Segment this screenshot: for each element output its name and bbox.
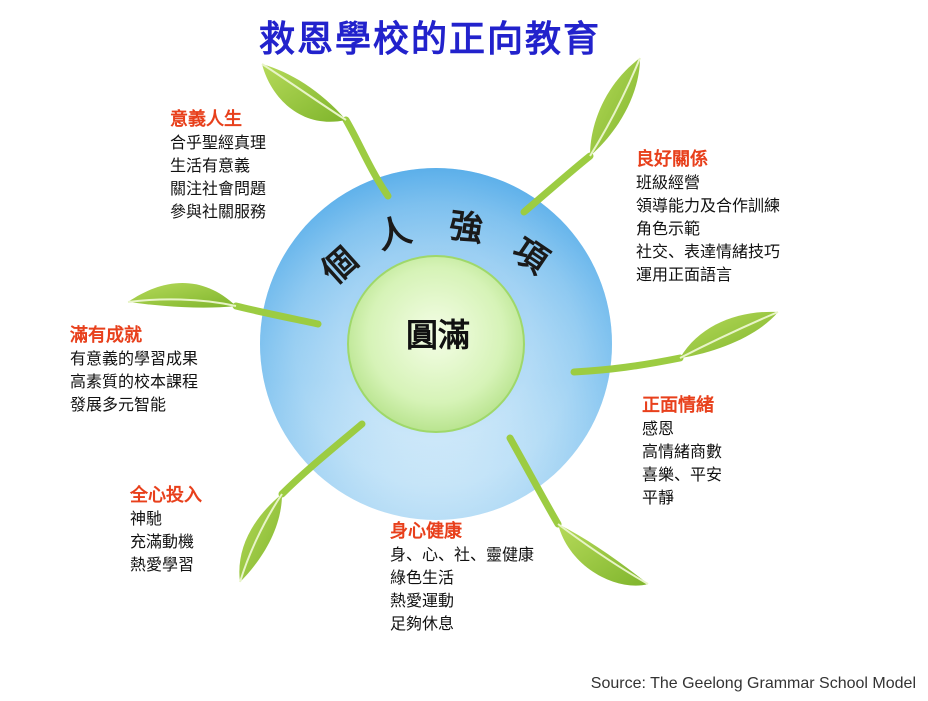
block-item: 喜樂、平安 [642, 465, 723, 484]
source-credit: Source: The Geelong Grammar School Model [590, 675, 916, 692]
block-item: 運用正面語言 [636, 265, 733, 284]
block-item: 角色示範 [636, 219, 701, 238]
block-item: 參與社關服務 [170, 202, 267, 221]
block-item: 社交、表達情緒技巧 [636, 242, 781, 261]
leaf-left [127, 282, 322, 328]
block-item: 熱愛運動 [390, 591, 455, 610]
leaf-bottom-right [506, 434, 649, 586]
block-heading: 滿有成就 [70, 325, 142, 346]
block-item: 發展多元智能 [70, 395, 167, 414]
block-item: 充滿動機 [130, 532, 195, 551]
block-item: 有意義的學習成果 [70, 349, 199, 368]
block-item: 領導能力及合作訓練 [636, 196, 781, 215]
ring-char-3: 強 [446, 205, 486, 251]
block-item: 關注社會問題 [170, 179, 267, 198]
block-item: 身、心、社、靈健康 [390, 545, 535, 564]
center-label: 圓滿 [405, 316, 470, 354]
block-heading: 意義人生 [170, 109, 242, 130]
block-item: 足夠休息 [390, 614, 455, 633]
block-accomplishment: 滿有成就 有意義的學習成果 高素質的校本課程 發展多元智能 [70, 324, 198, 416]
block-item: 班級經營 [636, 173, 701, 192]
leaf-bottom-left [239, 420, 366, 583]
block-engagement: 全心投入 神馳 充滿動機 熱愛學習 [130, 484, 202, 576]
leaf-top-left [261, 63, 392, 200]
block-item: 合乎聖經真理 [170, 133, 267, 152]
block-item: 感恩 [642, 419, 675, 438]
block-heading: 正面情緒 [642, 395, 714, 416]
block-heading: 全心投入 [130, 485, 202, 506]
block-relationships: 良好關係 班級經營 領導能力及合作訓練 角色示範 社交、表達情緒技巧 運用正面語… [636, 148, 780, 286]
block-item: 綠色生活 [390, 568, 455, 587]
block-heading: 身心健康 [390, 521, 462, 542]
leaf-top-right [520, 57, 641, 216]
block-item: 生活有意義 [170, 156, 251, 175]
page-title: 救恩學校的正向教育 [258, 19, 601, 60]
block-meaning: 意義人生 合乎聖經真理 生活有意義 關注社會問題 參與社關服務 [170, 108, 266, 223]
block-emotions: 正面情緒 感恩 高情緒商數 喜樂、平安 平靜 [642, 394, 722, 509]
block-item: 熱愛學習 [130, 555, 195, 574]
block-item: 平靜 [642, 488, 675, 507]
inner-core [347, 255, 525, 433]
block-health: 身心健康 身、心、社、靈健康 綠色生活 熱愛運動 足夠休息 [390, 520, 534, 635]
block-item: 高情緒商數 [642, 442, 723, 461]
leaf-right [570, 311, 779, 376]
block-item: 神馳 [130, 509, 163, 528]
block-heading: 良好關係 [636, 149, 708, 170]
block-item: 高素質的校本課程 [70, 372, 199, 391]
